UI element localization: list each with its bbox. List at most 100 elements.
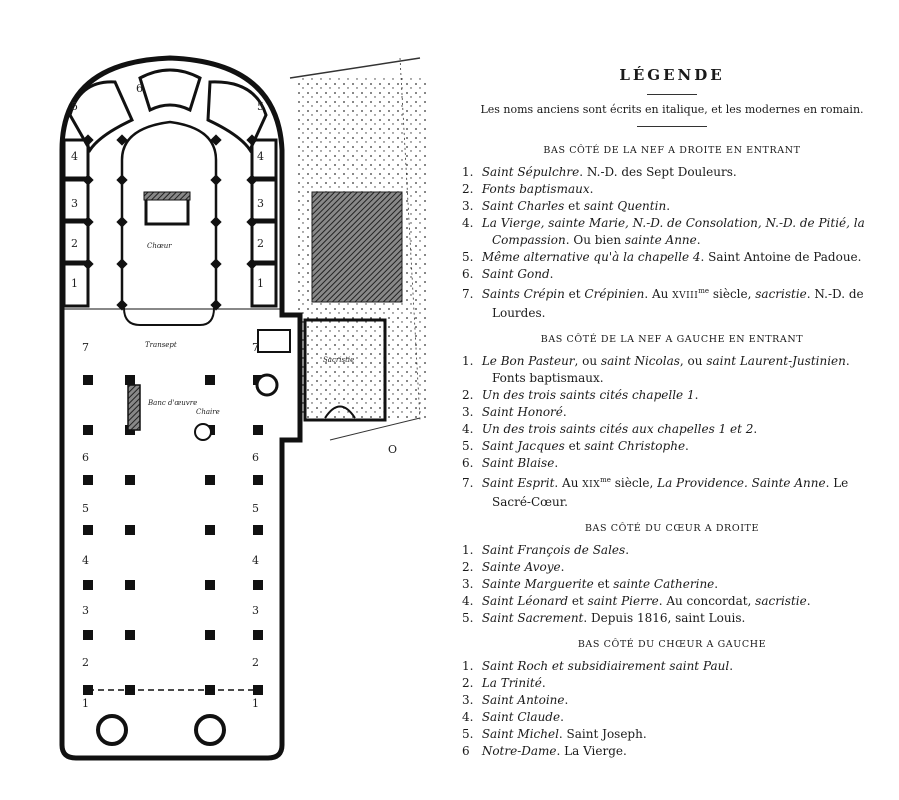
ancient-name: saint Laurent-Justinien [706, 354, 846, 368]
legend-item: 3. Saint Honoré. [462, 404, 882, 421]
chapel-number: 4 [252, 554, 259, 567]
item-number: 2. [462, 388, 474, 402]
legend-item: 1. Saint Sépulchre. N.-D. des Sept Doule… [462, 164, 882, 181]
modern-name: . N.-D. des Sept Douleurs. [579, 165, 737, 179]
legend-item: 2. La Trinité. [462, 675, 882, 692]
ancient-name: Notre-Dame [481, 744, 557, 758]
ancient-name: saint Christophe [584, 439, 686, 453]
item-number: 7. [462, 476, 474, 490]
ancient-name: Saint Sépulchre [481, 165, 580, 179]
ancient-name: sacristie [755, 594, 807, 608]
ancient-name: Saint Léonard [481, 594, 569, 608]
pillar [116, 174, 128, 186]
modern-name: , ou [679, 354, 707, 368]
ancient-name: saint Pierre [587, 594, 659, 608]
item-number: 6. [462, 267, 474, 281]
modern-name: . [560, 710, 564, 724]
item-number: 6. [462, 456, 474, 470]
ancient-name: Même alternative qu'à la chapelle 4 [481, 250, 701, 264]
pillar [253, 630, 263, 640]
ancient-name: Saint Esprit [481, 476, 555, 490]
chapel-number: 5 [257, 100, 264, 113]
item-number: 7. [462, 287, 474, 301]
modern-name: me [600, 476, 611, 484]
banc-d-oeuvre [127, 384, 141, 431]
chaire-stair [194, 423, 212, 441]
ancient-name: Sainte Marguerite [481, 577, 594, 591]
chapel-number: 7 [252, 341, 259, 354]
pillar [83, 630, 93, 640]
legend-item: 3. Sainte Marguerite et sainte Catherine… [462, 576, 882, 593]
pillar [210, 174, 222, 186]
chapel-number: 4 [82, 554, 89, 567]
choir-enclosure [120, 120, 218, 305]
ancient-name: Saint François de Sales [481, 543, 626, 557]
ancient-name: Saint Claude [481, 710, 561, 724]
item-number: 5. [462, 727, 474, 741]
modern-name: et [593, 577, 614, 591]
item-number: 5. [462, 250, 474, 264]
item-number: 2. [462, 560, 474, 574]
pillar [82, 216, 94, 228]
ancient-name: sacristie [755, 287, 807, 301]
legend-item: 6. Saint Gond. [462, 266, 882, 283]
pillar [246, 134, 258, 146]
ancient-name: La Vierge, sainte Marie, N.-D. de Consol… [481, 216, 865, 247]
modern-name: . [714, 577, 719, 591]
modern-name: . Au concordat, [658, 594, 756, 608]
pillar [83, 580, 93, 590]
modern-name: . [806, 594, 811, 608]
pillar [83, 475, 93, 485]
pillar [82, 174, 94, 186]
modern-name: XIX [582, 480, 601, 490]
ancient-name: Saint Honoré [481, 405, 563, 419]
pillar [205, 375, 215, 385]
pillar [205, 580, 215, 590]
chapel-number: 3 [82, 604, 89, 617]
ancient-name: Un des trois saints cités aux chapelles … [481, 422, 754, 436]
item-number: 1. [462, 543, 474, 557]
chapel-number: 4 [71, 150, 78, 163]
item-number: 1. [462, 165, 474, 179]
modern-name: . [753, 422, 758, 436]
pillar [210, 258, 222, 270]
ancient-name: sainte Anne [624, 233, 697, 247]
pillar [83, 375, 93, 385]
section-heading: BAS CÔTÉ DE LA NEF A GAUCHE EN ENTRANT [540, 334, 804, 345]
pillar [205, 525, 215, 535]
legend-item: 4. Un des trois saints cités aux chapell… [462, 421, 882, 438]
apse-chapels [68, 68, 268, 154]
legend: LÉGENDE Les noms anciens sont écrits en … [462, 66, 882, 760]
chapel-number: 1 [257, 277, 264, 290]
ancient-name: saint Quentin [583, 199, 667, 213]
modern-name: XVIII [672, 291, 699, 301]
ancient-name: Saints Crépin [481, 287, 565, 301]
legend-item: 2. Un des trois saints cités chapelle 1. [462, 387, 882, 404]
item-number: 3. [462, 199, 474, 213]
item-number: 4. [462, 422, 474, 436]
modern-name: . [549, 267, 554, 281]
modern-name: , ou [574, 354, 601, 368]
ancient-name: Un des trois saints cités chapelle 1 [481, 388, 695, 402]
legend-item: 5. Saint Sacrement. Depuis 1816, saint L… [462, 610, 882, 627]
modern-name: et [564, 287, 585, 301]
item-number: 4. [462, 594, 474, 608]
legend-item: 4. Saint Léonard et saint Pierre. Au con… [462, 593, 882, 610]
modern-name: siècle, [709, 287, 756, 301]
item-number: 4. [462, 710, 474, 724]
ancient-name: sainte Catherine [613, 577, 715, 591]
ancient-name: Sainte Avoye [481, 560, 561, 574]
chapel-number: 4 [257, 150, 264, 163]
legend-item: 3. Saint Antoine. [462, 692, 882, 709]
modern-name: . [560, 560, 565, 574]
modern-name: . [666, 199, 671, 213]
ancient-name: La Trinité [481, 676, 542, 690]
chapel-number: 1 [71, 277, 78, 290]
chapel-number: 3 [71, 197, 78, 210]
altar [143, 191, 191, 226]
ancient-name: Fonts baptismaux [481, 182, 590, 196]
pillar [253, 525, 263, 535]
spiral-stair [255, 373, 279, 397]
pillar [125, 375, 135, 385]
legend-item: 6. Saint Blaise. [462, 455, 882, 472]
